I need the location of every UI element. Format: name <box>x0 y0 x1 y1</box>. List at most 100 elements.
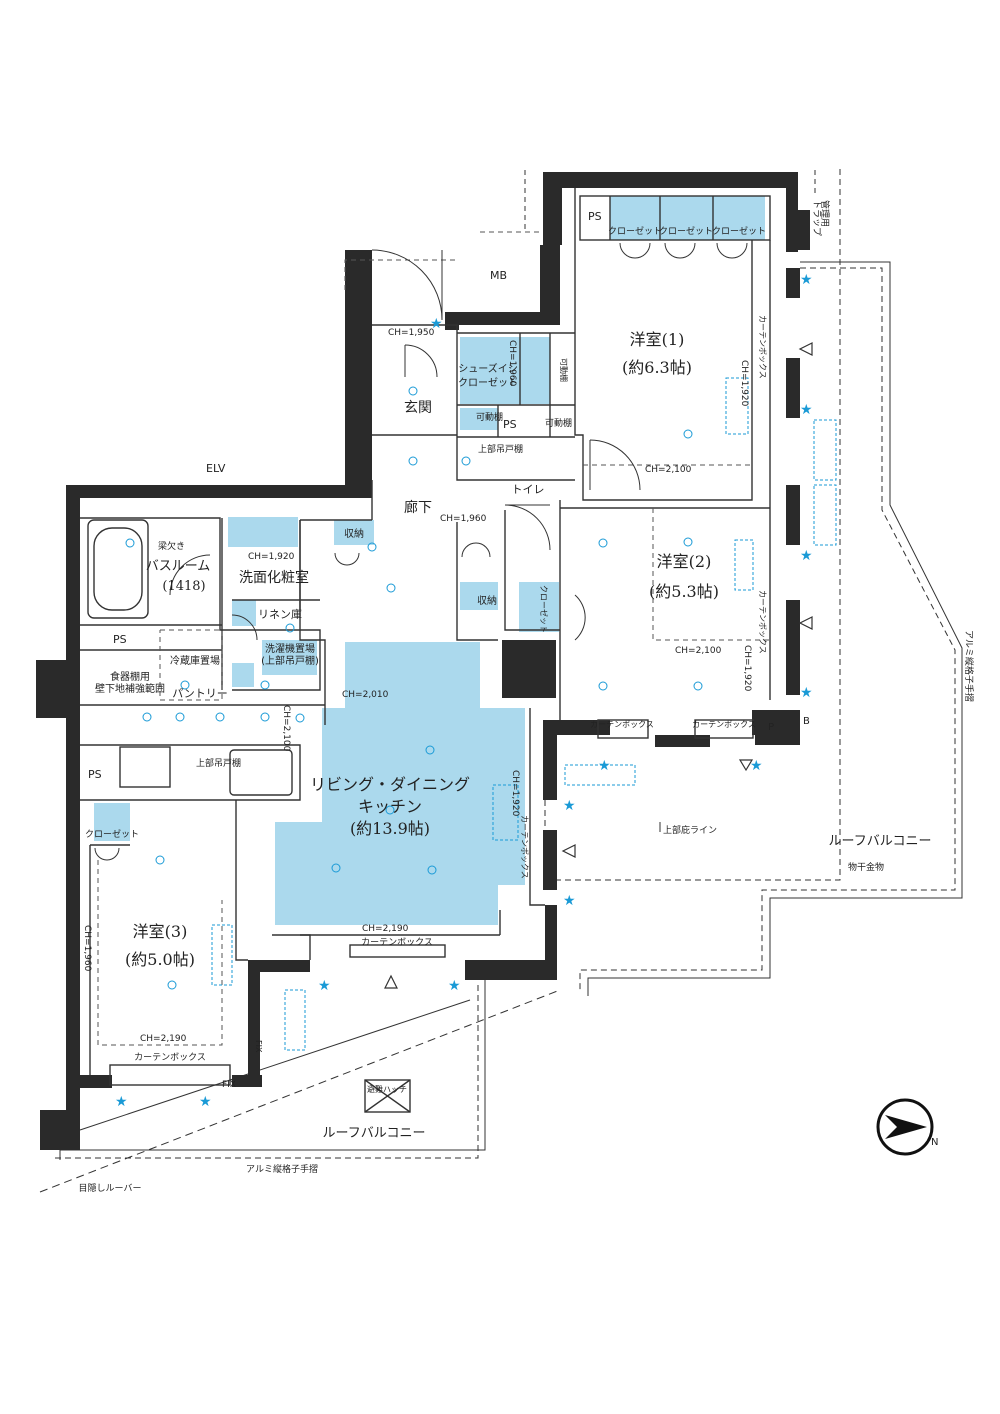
ldk-name-2: キッチン <box>358 797 422 816</box>
room1-name: 洋室(1) <box>630 330 685 349</box>
door-swings <box>94 242 748 861</box>
escape-hatch-label: 避難ハッチ <box>367 1084 407 1094</box>
curtain-box-4: カーテンボックス <box>134 1052 206 1063</box>
ch-hallway: CH=1,960 <box>440 514 487 524</box>
electrical-symbols <box>125 377 837 1051</box>
b-label: B <box>803 716 810 727</box>
bathroom-label: バスルーム <box>146 559 211 574</box>
ch-room2: CH=2,100 <box>675 646 722 656</box>
ps-label-2: PS <box>503 418 517 431</box>
vertical-labels: アルミ縦格子手摺 管理用 トラップ カーテンボックス カーテンボックス カーテン… <box>254 200 975 1053</box>
misc-labels: クローゼット クローゼット クローゼット クローゼット 収納 収納 PS PS … <box>79 210 932 1194</box>
exterior-lights: ★ ★ ★ ★ ★ ★ ★ ★ ★ ★ ★ ★ ★ <box>115 272 813 1110</box>
ps-label-4: PS <box>88 768 102 781</box>
room1-area: (約6.3帖) <box>622 358 692 377</box>
ch-room3-bottom: CH=2,190 <box>140 1034 187 1044</box>
svg-text:★: ★ <box>448 978 461 994</box>
curtain-box-v1: カーテンボックス <box>758 315 767 379</box>
toilet-label: トイレ <box>512 483 545 496</box>
fridge-label: 冷蔵庫置場 <box>170 654 220 667</box>
bathroom-size: (1418) <box>162 579 205 594</box>
curtain-box-3: カーテンボックス <box>361 937 433 948</box>
linen-label: リネン庫 <box>258 607 302 621</box>
curtain-box-2: カーテンボックス <box>692 720 756 729</box>
ch-entrance: CH=1,950 <box>388 328 435 338</box>
room2-area: (約5.3帖) <box>649 582 719 601</box>
closet-label-2: クローゼット <box>659 225 713 237</box>
ch-pantry-v: CH=2,100 <box>281 705 291 752</box>
eaves-line-label: 上部庇ライン <box>663 824 717 836</box>
svg-text:★: ★ <box>800 685 813 701</box>
room2-name: 洋室(2) <box>657 552 712 571</box>
pantry-label: パントリー <box>172 687 228 700</box>
laundry-label-1: 洗濯機置場 <box>265 642 315 655</box>
trap-label: トラップ <box>811 200 822 236</box>
closet-label-1: クローゼット <box>608 225 662 237</box>
hallway-label: 廊下 <box>404 499 432 516</box>
ch-room2-v: CH=1,920 <box>742 645 752 692</box>
ps-label-3: PS <box>113 633 127 646</box>
svg-text:★: ★ <box>563 798 576 814</box>
dish-shelf-label-1: 食器棚用 <box>110 670 150 683</box>
upper-cabinet-2: 上部吊戸棚 <box>196 757 241 769</box>
aluminum-railing-right: アルミ縦格子手摺 <box>963 630 975 702</box>
screen-louver-label: 目隠しルーバー <box>79 1182 142 1194</box>
dish-shelf-label-2: 壁下地補強範囲 <box>95 682 165 695</box>
svg-text:N: N <box>931 1137 938 1148</box>
ldk-name-1: リビング・ダイニング <box>310 775 470 794</box>
mb-label: MB <box>490 269 507 282</box>
svg-text:★: ★ <box>750 758 763 774</box>
exterior-walls <box>36 172 810 1150</box>
svg-text:★: ★ <box>199 1094 212 1110</box>
elv-label: ELV <box>206 462 226 475</box>
svg-text:★: ★ <box>115 1094 128 1110</box>
svg-text:★: ★ <box>430 316 443 332</box>
ch-washroom: CH=1,920 <box>248 552 295 562</box>
washroom-label: 洗面化粧室 <box>239 569 309 586</box>
p-label: P <box>768 722 774 733</box>
room3-area: (約5.0帖) <box>125 950 195 969</box>
shoes-closet-label-2: クローゼット <box>458 377 518 389</box>
room3-name: 洋室(3) <box>133 922 188 941</box>
svg-text:★: ★ <box>563 893 576 909</box>
roof-balcony-1: ルーフバルコニー <box>829 834 932 849</box>
ch-shoes-v: CH=1,960 <box>507 340 517 387</box>
svg-text:★: ★ <box>598 758 611 774</box>
movable-shelf-1: 可動棚 <box>476 411 503 423</box>
ceiling-heights: CH=1,950 CH=1,960 CH=2,100 CH=2,100 CH=1… <box>82 328 752 1044</box>
ch-ldk-v: CH=1,920 <box>510 770 520 817</box>
movable-shelf-v: 可動棚 <box>559 358 569 382</box>
closet-label-4: クローゼット <box>85 828 139 840</box>
laundry-fitting-label: 物干金物 <box>848 861 884 873</box>
ch-room1: CH=2,100 <box>645 465 692 475</box>
closet-label-3: クローゼット <box>712 225 766 237</box>
ch-ldk: CH=2,010 <box>342 690 389 700</box>
curtain-box-1: カーテンボックス <box>590 720 654 729</box>
upper-cabinet-1: 上部吊戸棚 <box>478 443 523 455</box>
storage-label-1: 収納 <box>344 527 364 540</box>
svg-text:★: ★ <box>800 402 813 418</box>
entrance-label: 玄関 <box>404 399 432 416</box>
ps-label-1: PS <box>588 210 602 223</box>
ch-room1-v: CH=1,920 <box>739 360 749 407</box>
aluminum-railing-bottom: アルミ縦格子手摺 <box>246 1163 318 1175</box>
storage-label-2: 収納 <box>477 594 497 607</box>
accent-fills <box>94 196 765 925</box>
shoes-closet-label-1: シューズイン <box>458 362 518 375</box>
fix-label-1: FIX <box>222 1080 236 1090</box>
window-markers <box>384 342 813 989</box>
svg-text:★: ★ <box>800 272 813 288</box>
north-compass-icon: N <box>876 1098 938 1156</box>
dashed-areas <box>97 231 770 1046</box>
laundry-label-2: (上部吊戸棚) <box>261 654 319 667</box>
fix-label-v: FIX <box>254 1040 263 1053</box>
ch-ldk-bottom: CH=2,190 <box>362 924 409 934</box>
svg-text:★: ★ <box>318 978 331 994</box>
beam-notch-label: 梁欠き <box>158 540 185 552</box>
room-labels: 洋室(1) (約6.3帖) 洋室(2) (約5.3帖) 洋室(3) (約5.0帖… <box>95 330 719 969</box>
curtain-box-v2: カーテンボックス <box>758 590 767 654</box>
svg-text:★: ★ <box>800 548 813 564</box>
curtain-box-v3: カーテンボックス <box>520 815 529 879</box>
roof-balcony-2: ルーフバルコニー <box>323 1126 426 1141</box>
